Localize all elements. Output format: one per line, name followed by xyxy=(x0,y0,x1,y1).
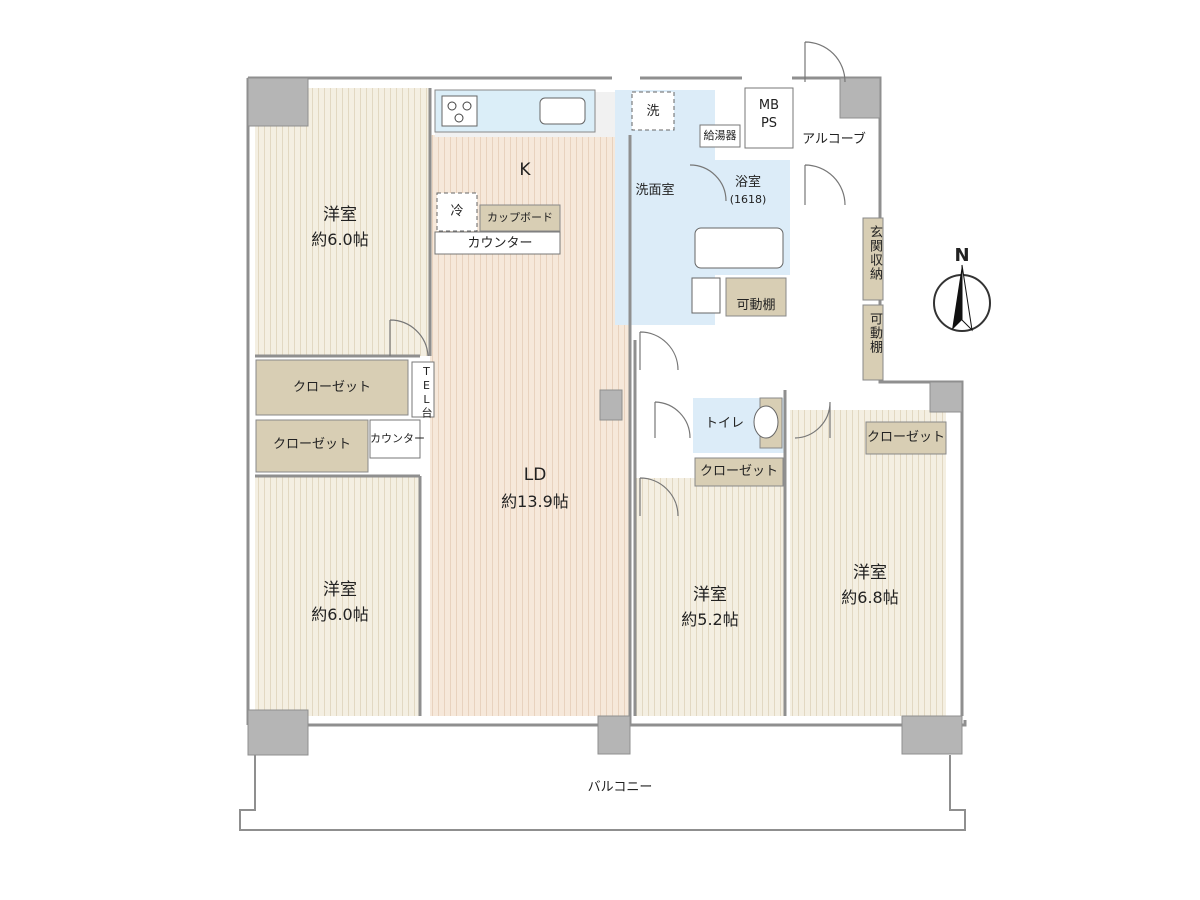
room-size-western-nw: 約6.0帖 xyxy=(311,230,369,249)
room-name-western-mid: 洋室 xyxy=(693,585,727,605)
mbps-label-1: MB xyxy=(758,98,780,113)
washer-space xyxy=(631,91,675,131)
movable-shelf-label-entrance: 可動棚 xyxy=(867,312,882,354)
entrance-storage xyxy=(862,217,884,301)
fridge-space xyxy=(436,192,478,232)
room-size-western-sw: 約6.0帖 xyxy=(311,605,369,624)
balcony-label: バルコニー xyxy=(587,780,653,795)
balcony-outline xyxy=(239,755,966,831)
fridge-label: 冷 xyxy=(450,204,464,219)
bathroom-label: 浴室 xyxy=(734,175,761,190)
counter-label-kitchen: カウンター xyxy=(467,236,533,251)
washroom-label: 洗面室 xyxy=(635,183,675,198)
water-heater xyxy=(699,124,741,148)
kitchen-counter-bar xyxy=(434,231,561,255)
north-label: N xyxy=(954,245,970,266)
bathroom-size-label: (1618) xyxy=(729,193,767,206)
room-size-western-se: 約6.8帖 xyxy=(841,588,899,607)
room-size-western-mid: 約5.2帖 xyxy=(681,610,739,629)
room-name-kitchen: K xyxy=(519,160,531,180)
tel-stand xyxy=(411,361,435,418)
closet-mid xyxy=(694,457,784,487)
tel-stand-label: TEL台 xyxy=(420,365,433,419)
room-name-ld: LD xyxy=(523,465,547,485)
shelf-entrance xyxy=(862,304,884,381)
room-floor-western-mid xyxy=(635,478,785,716)
closet-label-east: クローゼット xyxy=(866,430,945,445)
bathtub-icon xyxy=(694,227,784,269)
closet-label-mid: クローゼット xyxy=(699,464,778,479)
closet-west-lower xyxy=(255,419,369,473)
counter-label-small: カウンター xyxy=(370,432,425,445)
closet-label-west-upper: クローゼット xyxy=(292,380,371,395)
closet-east xyxy=(865,421,947,455)
compass-icon xyxy=(933,264,991,332)
alcove-label: アルコーブ xyxy=(802,132,866,147)
room-floor-western-nw xyxy=(255,88,430,356)
entrance-storage-label: 玄関収納 xyxy=(867,225,882,281)
counter-small xyxy=(369,419,421,459)
stove-icon xyxy=(441,95,478,127)
water-heater-label: 給湯器 xyxy=(703,129,737,142)
closet-west-upper xyxy=(255,359,409,416)
cupboard xyxy=(479,204,561,232)
room-floor-western-se xyxy=(790,410,946,716)
room-name-western-nw: 洋室 xyxy=(323,205,357,225)
closet-label-west-lower: クローゼット xyxy=(272,437,351,452)
mbps xyxy=(744,87,794,149)
cupboard-label: カップボード xyxy=(487,211,553,224)
sink-icon xyxy=(539,97,586,125)
shelf-bath xyxy=(725,277,787,317)
mbps-label-2: PS xyxy=(760,116,778,131)
washer-label: 洗 xyxy=(646,104,660,119)
room-name-western-sw: 洋室 xyxy=(323,580,357,600)
toilet-label: トイレ xyxy=(704,416,744,431)
room-size-ld: 約13.9帖 xyxy=(501,492,569,511)
washbasin xyxy=(691,277,721,314)
room-name-western-se: 洋室 xyxy=(853,563,887,583)
room-floor-western-sw xyxy=(255,476,420,716)
movable-shelf-label-bath: 可動棚 xyxy=(736,298,776,313)
